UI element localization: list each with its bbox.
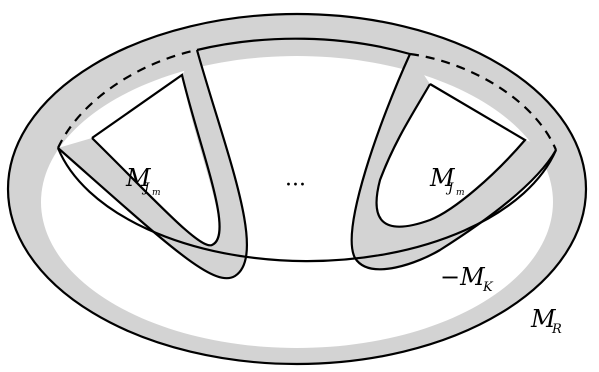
svg-text:K: K bbox=[482, 280, 494, 295]
inner-boundary-solid bbox=[56, 147, 558, 263]
right-handle-outer-edge bbox=[350, 53, 557, 271]
right-handle-band bbox=[351, 54, 556, 270]
left-handle-inner-edge bbox=[91, 73, 221, 247]
label-left-m-jm: M J m bbox=[125, 164, 161, 198]
ellipsis-dots: ··· bbox=[285, 173, 306, 198]
svg-text:M: M bbox=[429, 164, 456, 192]
svg-text:J: J bbox=[445, 181, 454, 196]
label-right-m-jm: M J m bbox=[429, 164, 465, 198]
svg-text:−M: −M bbox=[440, 263, 486, 291]
svg-text:R: R bbox=[551, 322, 562, 337]
svg-text:M: M bbox=[125, 164, 152, 192]
inner-boundary-top-solid bbox=[196, 37, 411, 56]
svg-text:m: m bbox=[456, 188, 465, 198]
svg-text:m: m bbox=[152, 188, 161, 198]
label-minus-mk: −M K bbox=[440, 263, 494, 295]
inner-boundary-hidden-right bbox=[409, 52, 558, 151]
left-handle-band bbox=[58, 50, 247, 279]
right-handle-inner-edge bbox=[375, 83, 527, 228]
left-handle-outer-edge bbox=[57, 49, 248, 280]
outer-boundary bbox=[6, 12, 588, 366]
svg-text:J: J bbox=[141, 181, 150, 196]
inner-boundary-hidden-left bbox=[57, 48, 198, 149]
svg-text:M: M bbox=[530, 305, 557, 333]
label-mr: M R bbox=[530, 305, 562, 337]
